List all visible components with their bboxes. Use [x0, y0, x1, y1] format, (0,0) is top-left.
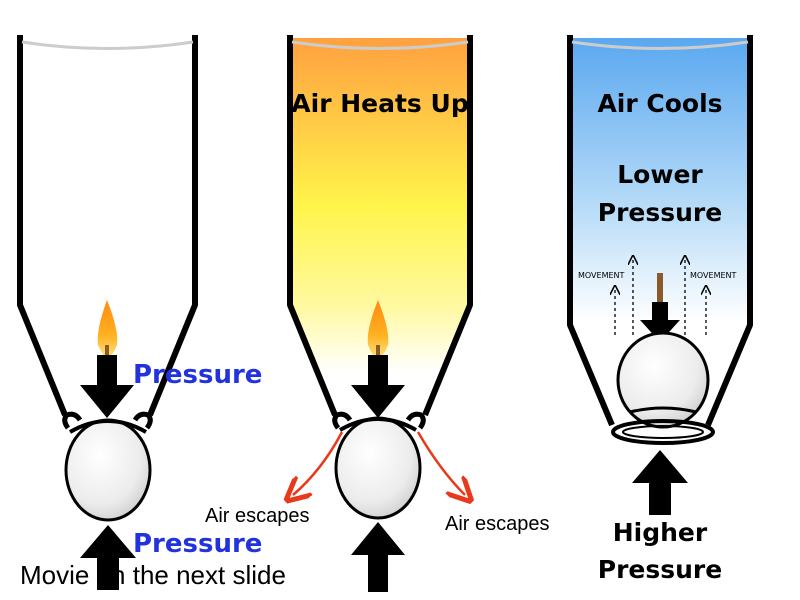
bottle-1-rim	[21, 40, 194, 50]
bottle-3-mouth-rings	[611, 419, 715, 445]
bottle-1-outline	[17, 35, 198, 417]
lower-pressure-line-2: Pressure	[598, 198, 722, 227]
bottle-2-outline	[287, 35, 473, 417]
pressure-arrow-down-3	[640, 302, 680, 342]
movement-label-right: MOVEMENT	[690, 271, 737, 280]
air-heats-up-title: Air Heats Up	[291, 89, 468, 118]
extinguished-candle	[657, 273, 663, 303]
escape-arrow-left	[293, 431, 344, 495]
bottle-2-rim	[291, 40, 469, 50]
pressure-arrow-down-1	[80, 355, 134, 418]
cool-air-fill	[573, 38, 747, 418]
candle-flame-1	[97, 300, 118, 358]
escape-arrow-right	[416, 431, 465, 495]
movement-label-left: MOVEMENT	[578, 271, 625, 280]
bottle-3-rim	[571, 40, 749, 50]
pressure-arrow-up-2	[351, 522, 405, 592]
egg-2	[334, 416, 422, 520]
candle-flame-2	[367, 300, 389, 358]
pressure-label-bottom: Pressure	[133, 529, 262, 559]
bottle-3-outline	[567, 35, 753, 427]
next-slide-caption: Movie on the next slide	[20, 560, 286, 590]
higher-pressure-line-1: Higher	[613, 518, 708, 547]
egg-1-top-edge	[68, 419, 148, 434]
hot-air-fill	[293, 38, 467, 410]
egg-3-waist	[629, 406, 697, 414]
higher-pressure-line-2: Pressure	[598, 555, 722, 584]
pressure-arrow-up-1	[80, 525, 136, 590]
pressure-arrow-down-2	[351, 355, 405, 418]
panel-2-heated-bottle: Air Heats Up Air escapes Air escapes	[205, 35, 550, 592]
air-escapes-label-right: Air escapes	[445, 513, 550, 535]
egg-2-top-edge	[338, 417, 418, 432]
panel-1-plain-bottle: Pressure Pressure Movie on the next slid…	[17, 35, 286, 590]
bottle-2-mouth	[332, 411, 426, 430]
pressure-arrow-up-3	[632, 450, 688, 515]
bottle-1-mouth	[62, 411, 153, 430]
lower-pressure-line-1: Lower	[617, 160, 703, 189]
air-cools-title: Air Cools	[597, 89, 722, 118]
panel-3-cooled-bottle: Air Cools Lower Pressure MOVEMENT MOVEME…	[567, 35, 753, 584]
air-escapes-label-left: Air escapes	[205, 505, 310, 527]
egg-1	[64, 418, 152, 522]
pressure-label-top: Pressure	[133, 360, 262, 390]
movement-arrows	[615, 260, 706, 335]
